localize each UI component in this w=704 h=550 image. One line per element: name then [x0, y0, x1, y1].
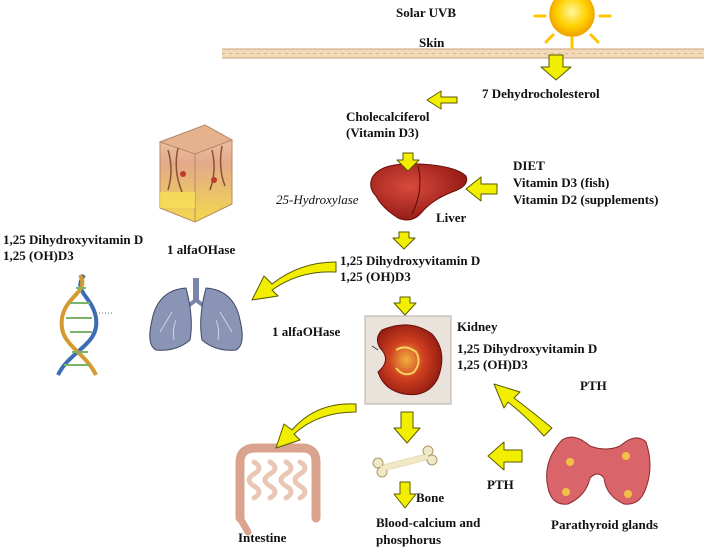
- arrow-parathyroid-to-bone: [487, 441, 523, 471]
- kidney-label: Kidney: [457, 319, 498, 334]
- intestine-icon: [235, 443, 321, 536]
- bone-label: Bone: [416, 490, 445, 505]
- blood-calcium-label: Blood-calcium and: [376, 515, 481, 530]
- arrow-to-kidney: [393, 296, 417, 316]
- lungs-icon: [149, 278, 243, 351]
- arrow-bone-to-blood: [393, 481, 417, 509]
- parathyroid-label: Parathyroid glands: [551, 517, 659, 532]
- arrow-skin-to-dehydrocholesterol: [540, 54, 572, 81]
- left-dihydroxy-label: 1,25 Dihydroxyvitamin D: [3, 232, 144, 247]
- parathyroid-icon: [546, 436, 651, 505]
- diet-vitamin-d3-label: Vitamin D3 (fish): [513, 175, 610, 190]
- kidney-dihydroxy-label: 1,25 Dihydroxyvitamin D: [457, 341, 598, 356]
- sun-icon: [533, 0, 612, 50]
- intestine-label: Intestine: [238, 530, 287, 545]
- skin-band: [222, 48, 704, 59]
- dna-icon: [56, 273, 112, 376]
- arrow-liver-to-dihydroxy: [392, 231, 416, 250]
- arrow-to-cholecalciferol: [426, 90, 458, 110]
- arrow-diet-to-liver: [465, 176, 498, 202]
- alfaohase-mid-label: 1 alfaOHase: [272, 324, 341, 339]
- kidney-icon: [364, 315, 452, 405]
- arrow-kidney-to-bone: [393, 411, 421, 444]
- mid-oh-d3-label: 1,25 (OH)D3: [340, 269, 411, 284]
- arrow-pth-to-kidney: [493, 383, 553, 437]
- skin-cross-section-icon: [158, 124, 234, 223]
- dehydrocholesterol-label: 7 Dehydrocholesterol: [482, 86, 600, 101]
- hydroxylase-label: 25-Hydroxylase: [276, 192, 359, 207]
- arrow-kidney-to-intestine: [275, 403, 357, 449]
- cholecalciferol-label: Cholecalciferol: [346, 109, 430, 124]
- pth-upper-label: PTH: [580, 378, 607, 393]
- flow-arrows: [392, 54, 572, 509]
- arrow-to-liver: [396, 152, 420, 172]
- diet-label: DIET: [513, 158, 545, 173]
- kidney-oh-d3-label: 1,25 (OH)D3: [457, 357, 528, 372]
- pth-lower-label: PTH: [487, 477, 514, 492]
- liver-label: Liver: [436, 210, 467, 225]
- phosphorus-label: phosphorus: [376, 532, 442, 547]
- vitamin-d3-label: (Vitamin D3): [346, 125, 419, 140]
- left-oh-d3-label: 1,25 (OH)D3: [3, 248, 74, 263]
- alfaohase-top-label: 1 alfaOHase: [167, 242, 236, 257]
- liver-icon: [370, 163, 468, 221]
- diet-vitamin-d2-label: Vitamin D2 (supplements): [513, 192, 659, 207]
- skin-label: Skin: [419, 35, 445, 50]
- mid-dihydroxy-label: 1,25 Dihydroxyvitamin D: [340, 253, 481, 268]
- bone-icon: [372, 445, 438, 478]
- solar-uvb-label: Solar UVB: [396, 5, 457, 20]
- curved-arrows: [251, 261, 553, 449]
- arrow-to-lungs: [251, 261, 337, 301]
